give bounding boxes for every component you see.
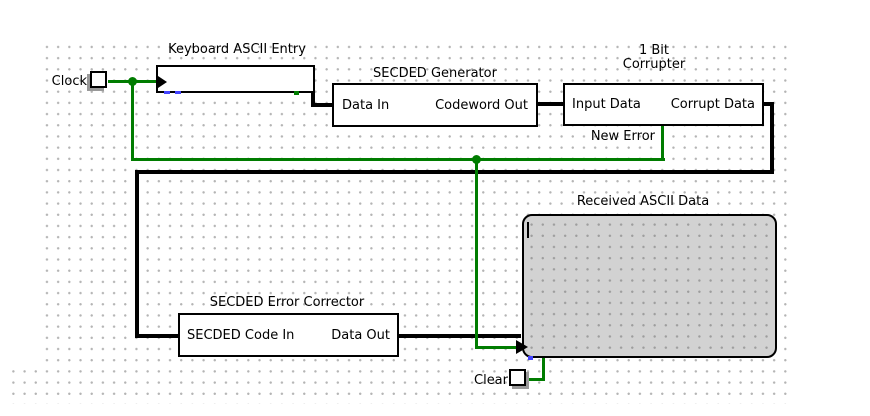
corrupter-output-port-label: Corrupt Data xyxy=(670,97,755,112)
wire-left-vertical xyxy=(135,170,139,338)
corrector-input-port-label: SECDED Code In xyxy=(187,327,295,343)
clock-button[interactable] xyxy=(90,71,107,88)
keyboard-floating-port xyxy=(164,91,170,94)
clock-button-label: Clock xyxy=(51,74,87,89)
keyboard-floating-port xyxy=(175,91,181,94)
corrector-title: SECDED Error Corrector xyxy=(209,295,365,310)
keyboard-component[interactable] xyxy=(156,65,315,93)
received-ascii-display[interactable] xyxy=(522,214,777,358)
clear-button-label: Clear xyxy=(474,373,508,388)
wire-junction-dot xyxy=(128,77,137,86)
keyboard-low-port xyxy=(294,91,299,95)
display-title: Received ASCII Data xyxy=(576,194,710,209)
wire-clock-to-display xyxy=(475,346,519,349)
keyboard-title: Keyboard ASCII Entry xyxy=(168,42,306,57)
generator-title: SECDED Generator xyxy=(373,66,497,81)
wire-clear-horizontal xyxy=(528,378,545,381)
wire-clock-branch-vertical xyxy=(131,80,134,161)
wire-keyboard-to-generator xyxy=(311,103,333,107)
corrector-output-port-label: Data Out xyxy=(331,327,390,343)
wire-clock-down-vertical xyxy=(475,158,478,349)
generator-output-port-label: Codeword Out xyxy=(435,97,528,113)
wire-junction-dot xyxy=(472,155,481,164)
wire-long-horizontal xyxy=(135,170,774,174)
wire-clock-horizontal xyxy=(131,158,665,161)
keyboard-clock-triangle-icon xyxy=(158,76,167,88)
wire-generator-to-corrupter xyxy=(536,102,565,106)
corrupter-new-error-label: New Error xyxy=(590,129,655,144)
display-clock-triangle-icon xyxy=(516,340,528,354)
corrupter-input-port-label: Input Data xyxy=(572,97,641,112)
wire-to-corrector-in xyxy=(135,334,180,338)
corrector-component[interactable]: SECDED Code In Data Out xyxy=(178,313,399,357)
generator-input-port-label: Data In xyxy=(342,97,390,113)
generator-component[interactable]: Data In Codeword Out xyxy=(332,83,538,127)
wire-corrector-to-display xyxy=(397,334,521,338)
wire-clock-to-new-error xyxy=(661,125,664,161)
wire-right-vertical xyxy=(770,102,774,174)
wire-corrupter-out xyxy=(762,102,774,106)
clear-button[interactable] xyxy=(509,369,526,386)
wire-clear-vertical xyxy=(542,357,545,381)
display-cursor xyxy=(527,222,529,238)
display-floating-port xyxy=(528,356,533,360)
wire-keyboard-out-vertical xyxy=(311,90,315,105)
corrupter-component[interactable]: Input Data Corrupt Data xyxy=(563,83,764,126)
